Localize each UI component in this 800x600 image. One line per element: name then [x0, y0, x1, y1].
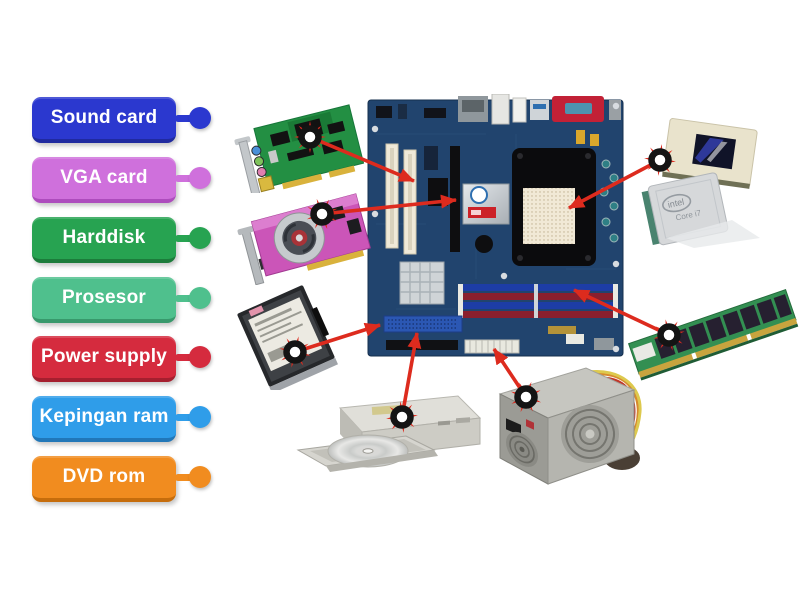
- drop-target-dvd-connector[interactable]: [390, 405, 414, 429]
- arrow-harddisk-connector: [294, 322, 381, 354]
- label-dvd-rom[interactable]: DVD rom: [32, 456, 211, 502]
- label-connector-stem: [175, 175, 197, 182]
- label-connector-stem: [175, 115, 197, 122]
- label-text-vga-card: VGA card: [60, 167, 148, 188]
- label-connector-dot-harddisk[interactable]: [189, 227, 211, 249]
- label-connector-dot-sound-card[interactable]: [189, 107, 211, 129]
- arrow-vga-card-slot: [321, 194, 457, 216]
- vga-card-image: [237, 193, 371, 285]
- label-connector-dot-vga-card[interactable]: [189, 167, 211, 189]
- intel-logo-text: intel: [667, 197, 685, 210]
- processor-image: intel Core i7: [641, 118, 760, 248]
- drop-target-vga-card-slot[interactable]: [310, 202, 334, 226]
- ram-module-image: [627, 288, 799, 381]
- label-text-sound-card: Sound card: [50, 107, 158, 128]
- drop-target-processor-socket[interactable]: [648, 148, 672, 172]
- label-sound-card[interactable]: Sound card: [32, 97, 211, 143]
- label-text-power-supply: Power supply: [41, 346, 167, 367]
- label-connector-dot-prosesor[interactable]: [189, 287, 211, 309]
- label-text-prosesor: Prosesor: [62, 287, 146, 308]
- drop-target-ram-slots[interactable]: [657, 323, 681, 347]
- label-connector-stem: [175, 295, 197, 302]
- label-connector-stem: [175, 354, 197, 361]
- arrow-ram-slots: [573, 288, 670, 337]
- arrow-dvd-connector: [400, 332, 422, 418]
- label-connector-dot-dvd-rom[interactable]: [189, 466, 211, 488]
- label-connector-dot-power-supply[interactable]: [189, 346, 211, 368]
- harddisk-image: [237, 285, 339, 390]
- label-text-dvd-rom: DVD rom: [62, 466, 146, 487]
- label-text-harddisk: Harddisk: [62, 227, 146, 248]
- label-connector-stem: [175, 235, 197, 242]
- arrow-sound-card-slot: [309, 135, 415, 183]
- label-prosesor[interactable]: Prosesor: [32, 277, 211, 323]
- drop-target-harddisk-connector[interactable]: [283, 340, 307, 364]
- label-text-kepingan-ram: Kepingan ram: [39, 406, 169, 427]
- label-connector-stem: [175, 474, 197, 481]
- label-kepingan-ram[interactable]: Kepingan ram: [32, 396, 211, 442]
- arrow-processor-socket: [568, 158, 661, 210]
- drop-target-sound-card-slot[interactable]: [298, 125, 322, 149]
- dvd-drive-image: [296, 395, 482, 472]
- label-vga-card[interactable]: VGA card: [32, 157, 211, 203]
- label-power-supply[interactable]: Power supply: [32, 336, 211, 382]
- label-connector-stem: [175, 414, 197, 421]
- label-harddisk[interactable]: Harddisk: [32, 217, 211, 263]
- motherboard-image: [367, 94, 624, 357]
- drop-target-power-connector[interactable]: [514, 385, 538, 409]
- label-connector-dot-kepingan-ram[interactable]: [189, 406, 211, 428]
